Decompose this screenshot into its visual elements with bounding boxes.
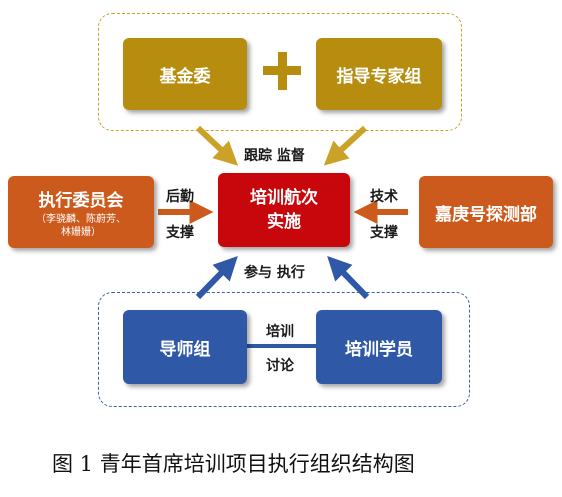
fund-committee-label: 基金委 [159,66,211,87]
top-group-frame [98,13,462,131]
exec-members-line1: （李骁麟、陈蔚芳、 [36,213,126,225]
supervise-label: 跟踪 监督 [244,148,305,164]
logistics-label-1: 后勤 [166,189,194,205]
exec-members-line2: 林姗姗） [61,226,101,238]
logistics-label-2: 支撑 [166,225,194,241]
jiageng-box: 嘉庚号探测部 [419,176,553,248]
expert-group-label: 指导专家组 [336,66,422,87]
expert-group-box: 指导专家组 [316,38,442,110]
exec-committee-label: 执行委员会 [38,190,124,211]
center-label-2: 实施 [267,212,301,232]
tech-label-2: 支撑 [370,225,398,241]
arrow-trainees-to-center [327,255,370,300]
plus-icon [263,52,301,90]
exec-committee-box: 执行委员会 （李骁麟、陈蔚芳、 林姗姗） [8,176,154,248]
training-label-1: 培训 [266,324,294,340]
trainees-label: 培训学员 [345,339,413,360]
mentor-group-box: 导师组 [123,310,247,384]
training-cruise-box: 培训航次 实施 [218,173,350,247]
arrow-fund-to-center [195,125,239,166]
trainees-box: 培训学员 [316,310,442,384]
fund-committee-box: 基金委 [123,38,247,110]
tech-label-1: 技术 [370,189,398,205]
arrow-mentor-to-center [195,255,238,300]
participate-label: 参与 执行 [244,265,305,281]
mentor-group-label: 导师组 [159,339,211,360]
jiageng-label: 嘉庚号探测部 [435,204,537,225]
arrow-expert-to-center [323,125,368,166]
figure-caption: 图 1 青年首席培训项目执行组织结构图 [52,452,415,476]
center-label-1: 培训航次 [250,188,318,208]
training-label-2: 讨论 [266,358,294,374]
bottom-group-frame [98,292,470,407]
